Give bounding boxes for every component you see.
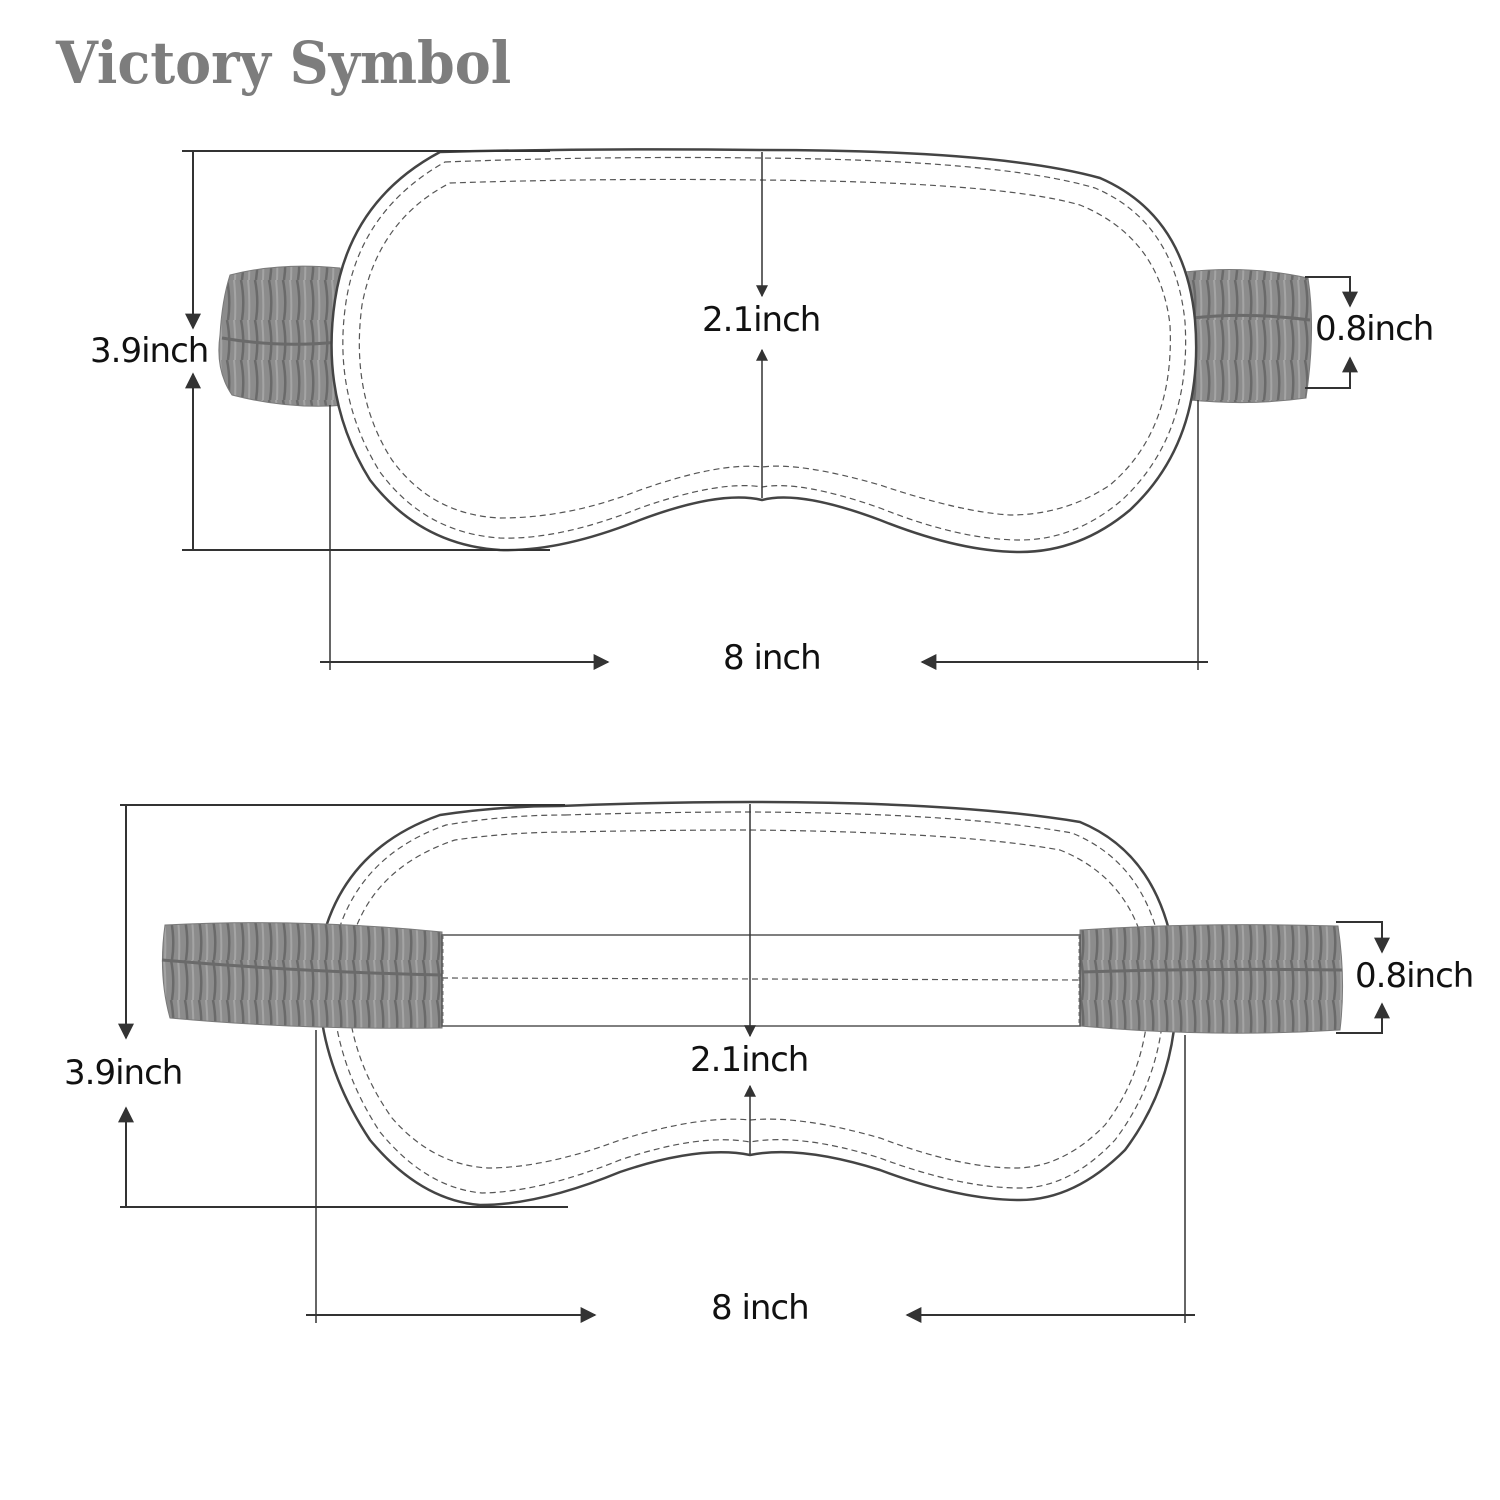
left-elastic-strap (161, 922, 443, 1029)
stitch-inner (346, 829, 1150, 1169)
left-elastic-strap (218, 265, 346, 407)
stitch-inner (358, 178, 1171, 519)
center-height-label: 2.1inch (690, 1040, 809, 1080)
height-total-label: 3.9inch (64, 1053, 183, 1093)
arrow-down-icon (1305, 276, 1358, 308)
arrow-up-icon (1305, 356, 1358, 389)
stitch-outer (342, 156, 1187, 541)
mask-outline (330, 148, 1198, 554)
front-view (182, 148, 1358, 670)
total-width-label: 8 inch (711, 1288, 810, 1328)
arrow-down-icon (1336, 921, 1390, 954)
strap-band (441, 934, 1081, 1027)
center-height-label: 2.1inch (702, 300, 821, 340)
strap-width-label: 0.8inch (1355, 956, 1474, 996)
strap-width-label: 0.8inch (1315, 309, 1434, 349)
right-elastic-strap (1184, 269, 1313, 404)
right-elastic-strap (1079, 924, 1344, 1034)
brand-logo: Victory Symbol (56, 29, 512, 97)
back-view (118, 800, 1390, 1323)
arrow-up-icon (1336, 1002, 1390, 1034)
height-total-label: 3.9inch (90, 331, 209, 371)
total-width-label: 8 inch (723, 638, 822, 678)
